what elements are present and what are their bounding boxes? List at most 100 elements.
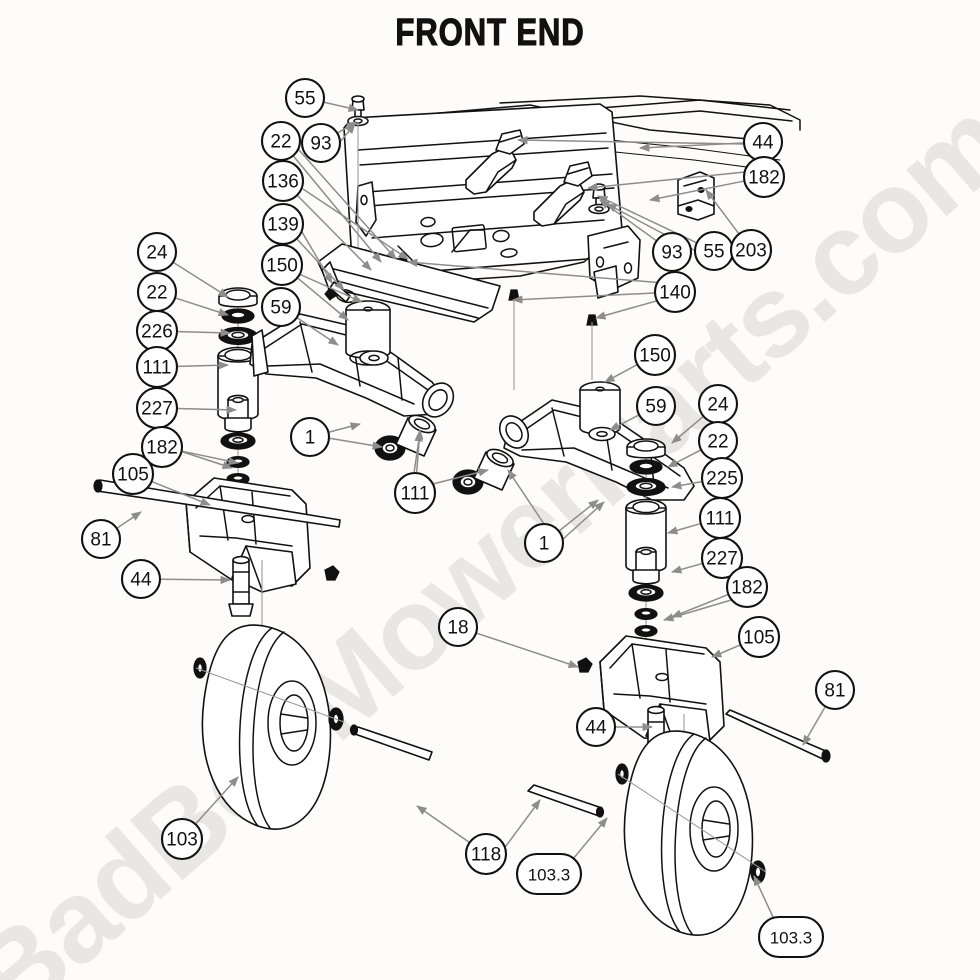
- callout-number: 44: [130, 570, 152, 591]
- callout-number: 105: [743, 628, 775, 649]
- callout-bubble-225[interactable]: 225: [700, 456, 744, 500]
- bubble-shape: [814, 669, 856, 711]
- bubble-shape: [393, 471, 437, 515]
- callout-bubble-55[interactable]: 55: [284, 77, 326, 119]
- callout-bubble-111[interactable]: 111: [393, 471, 437, 515]
- bubble-shape: [757, 915, 825, 959]
- left-long-bolt-81: [93, 479, 341, 528]
- right-loose-bushings: [452, 448, 515, 495]
- right-spindle-stack: [625, 438, 667, 650]
- callout-number: 226: [141, 322, 173, 343]
- leader-line: [297, 277, 349, 321]
- callout-bubble-227[interactable]: 227: [135, 386, 179, 430]
- bubble-shape: [700, 536, 744, 580]
- callout-bubble-226[interactable]: 226: [135, 309, 179, 353]
- bubble-shape: [635, 385, 677, 427]
- callout-bubble-136[interactable]: 136: [261, 159, 305, 203]
- callout-bubble-24[interactable]: 24: [136, 231, 178, 273]
- callout-bubble-93[interactable]: 93: [300, 122, 342, 164]
- leader-line: [182, 450, 240, 466]
- callout-number: 182: [748, 168, 780, 189]
- callout-number: 111: [401, 484, 430, 505]
- callout-bubble-55[interactable]: 55: [693, 230, 735, 272]
- leader-line: [195, 776, 239, 824]
- leader-line: [753, 875, 775, 920]
- callout-bubble-111[interactable]: 111: [698, 496, 742, 540]
- callout-bubble-1[interactable]: 1: [289, 416, 331, 458]
- bubble-shape: [651, 231, 693, 273]
- callout-number: 103: [166, 830, 198, 851]
- callout-number: 1: [539, 534, 550, 555]
- leader-line: [670, 562, 703, 574]
- leader-line: [175, 297, 229, 317]
- callout-bubble-103-3[interactable]: 103.3: [515, 852, 583, 896]
- leader-line: [802, 706, 826, 746]
- callout-number: 93: [661, 243, 682, 264]
- callout-bubble-103-3[interactable]: 103.3: [757, 915, 825, 959]
- callout-bubble-182[interactable]: 182: [140, 425, 184, 469]
- callout-number: 44: [585, 718, 607, 739]
- callout-bubble-18[interactable]: 18: [437, 606, 479, 648]
- callout-bubble-139[interactable]: 139: [261, 202, 305, 246]
- callout-number: 93: [310, 134, 331, 155]
- callout-number: 24: [707, 395, 729, 416]
- bubble-shape: [575, 706, 617, 748]
- callout-bubble-182[interactable]: 182: [742, 155, 786, 199]
- callout-bubble-44[interactable]: 44: [742, 121, 784, 163]
- callout-bubble-81[interactable]: 81: [814, 669, 856, 711]
- callout-bubble-203[interactable]: 203: [729, 228, 773, 272]
- callout-bubble-22[interactable]: 22: [136, 271, 178, 313]
- leader-line: [324, 101, 360, 113]
- leader-line: [117, 511, 142, 529]
- callout-bubble-59[interactable]: 59: [635, 385, 677, 427]
- callout-number: 182: [146, 438, 178, 459]
- callout-number: 136: [267, 172, 299, 193]
- bubble-shape: [261, 159, 305, 203]
- leader-line: [705, 189, 739, 234]
- callout-number: 22: [146, 283, 167, 304]
- bubble-shape: [437, 606, 479, 648]
- bubble-shape: [140, 425, 184, 469]
- callout-bubble-22[interactable]: 22: [697, 420, 739, 462]
- callout-bubble-44[interactable]: 44: [120, 558, 162, 600]
- leader-line: [609, 414, 639, 431]
- callout-bubble-105[interactable]: 105: [111, 452, 155, 496]
- callout-bubble-118[interactable]: 118: [464, 832, 508, 876]
- callout-number: 227: [706, 549, 738, 570]
- callout-bubble-24[interactable]: 24: [697, 383, 739, 425]
- callout-bubble-1[interactable]: 1: [523, 522, 565, 564]
- leader-line: [666, 523, 701, 535]
- callout-number: 59: [645, 397, 666, 418]
- callout-bubble-59[interactable]: 59: [260, 286, 302, 328]
- callout-bubble-103[interactable]: 103: [160, 817, 204, 861]
- callout-bubble-182[interactable]: 182: [725, 565, 769, 609]
- bubble-shape: [653, 270, 697, 314]
- leader-line: [711, 644, 740, 658]
- callout-bubble-150[interactable]: 150: [260, 243, 304, 287]
- callout-number: 139: [267, 215, 299, 236]
- leader-line: [648, 180, 744, 203]
- callout-number: 1: [305, 428, 316, 449]
- callout-bubble-227[interactable]: 227: [700, 536, 744, 580]
- bubble-shape: [300, 122, 342, 164]
- bubble-shape: [120, 558, 162, 600]
- leader-line: [671, 416, 704, 444]
- callout-bubble-140[interactable]: 140: [653, 270, 697, 314]
- leader-line: [572, 817, 608, 860]
- left-caster-fork: [93, 477, 341, 700]
- callout-number: 18: [447, 618, 468, 639]
- callout-bubble-22[interactable]: 22: [260, 120, 302, 162]
- leader-line: [177, 328, 232, 337]
- callout-bubble-111[interactable]: 111: [135, 345, 179, 389]
- callout-bubble-93[interactable]: 93: [651, 231, 693, 273]
- callout-number: 44: [752, 133, 774, 154]
- multi-leaders: [179, 123, 766, 851]
- bubble-shape: [284, 77, 326, 119]
- callout-bubble-150[interactable]: 150: [633, 333, 677, 377]
- callout-bubble-44[interactable]: 44: [575, 706, 617, 748]
- callout-bubble-105[interactable]: 105: [737, 615, 781, 659]
- bubble-shape: [160, 817, 204, 861]
- callout-bubble-81[interactable]: 81: [80, 518, 122, 560]
